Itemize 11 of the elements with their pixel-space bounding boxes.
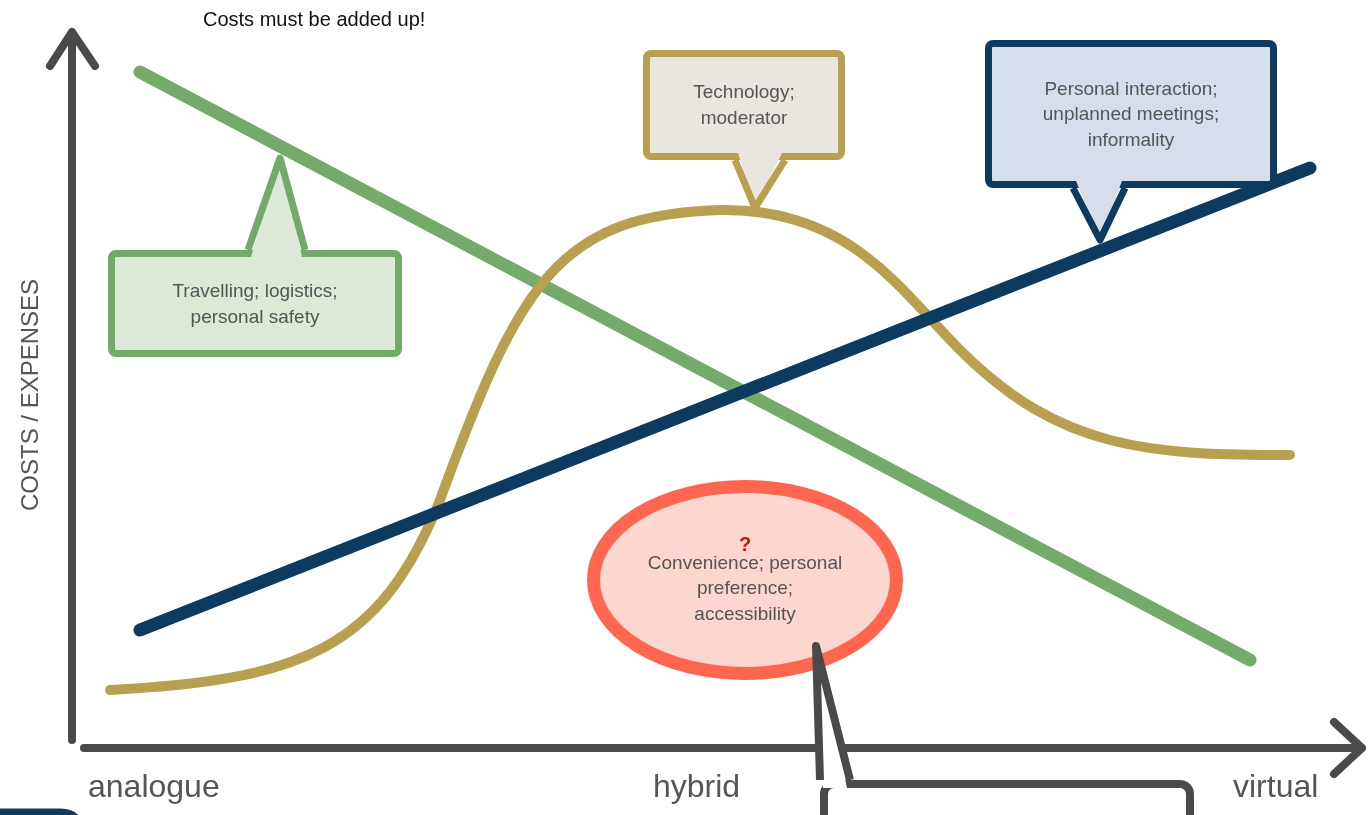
question-mark: ? xyxy=(738,533,752,554)
axis-label: analogue xyxy=(88,768,220,805)
note-text: Costs must be added up! xyxy=(203,8,426,31)
axis-label: hybrid xyxy=(653,768,741,805)
callout-text: Travelling; logistics; personal safety xyxy=(171,278,339,329)
axis-title: COSTS / EXPENSES xyxy=(16,278,44,512)
axis-label: virtual xyxy=(1233,768,1319,805)
callout-ellipse xyxy=(587,480,903,680)
callout-text: Personal interaction; unplanned meetings; informality xyxy=(1041,76,1221,152)
callout-text: Convenience; personal preference; accessibility xyxy=(647,551,843,626)
callout-text: Technology; moderator xyxy=(692,80,796,130)
